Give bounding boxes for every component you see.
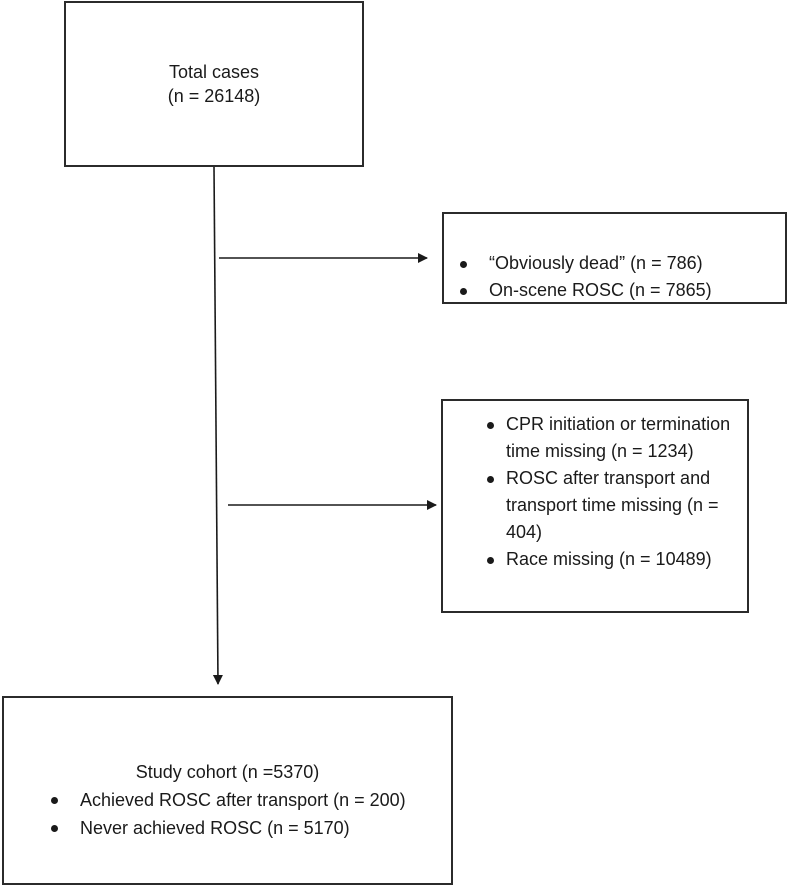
bullet-icon — [460, 288, 467, 295]
bullet-icon — [487, 476, 494, 483]
list-item: Never achieved ROSC (n = 5170) — [47, 814, 406, 842]
list-item: Race missing (n = 10489) — [487, 546, 744, 573]
bullet-icon — [487, 422, 494, 429]
cohort-item-label: Never achieved ROSC (n = 5170) — [80, 818, 350, 838]
list-item: On-scene ROSC (n = 7865) — [456, 277, 712, 304]
exclusion-item-label: Race missing (n = 10489) — [506, 549, 712, 569]
total-cases-title: Total cases — [168, 62, 260, 82]
bullet-icon — [487, 557, 494, 564]
list-item: “Obviously dead” (n = 786) — [456, 250, 712, 277]
exclusion-item-label: “Obviously dead” (n = 786) — [489, 253, 703, 273]
total-cases-count: (n = 26148) — [167, 86, 261, 106]
exclusion-item-label: On-scene ROSC (n = 7865) — [489, 280, 712, 300]
bullet-icon — [51, 797, 58, 804]
bullet-icon — [460, 261, 467, 268]
list-item: Achieved ROSC after transport (n = 200) — [47, 786, 406, 814]
list-item: CPR initiation or termination time missi… — [487, 411, 744, 465]
exclusion-item-label: ROSC after transport and transport time … — [506, 468, 719, 542]
study-cohort-box: Study cohort (n =5370) Achieved ROSC aft… — [2, 696, 453, 885]
exclusion-2-list: CPR initiation or termination time missi… — [487, 411, 744, 573]
bullet-icon — [51, 825, 58, 832]
study-cohort-title: Study cohort (n =5370) — [135, 762, 320, 782]
cohort-list: Achieved ROSC after transport (n = 200) … — [47, 786, 406, 842]
exclusion-box-2: CPR initiation or termination time missi… — [441, 399, 749, 613]
cohort-item-label: Achieved ROSC after transport (n = 200) — [80, 790, 406, 810]
total-cases-box: Total cases (n = 26148) — [64, 1, 364, 167]
list-item: ROSC after transport and transport time … — [487, 465, 744, 546]
exclusion-box-1: “Obviously dead” (n = 786) On-scene ROSC… — [442, 212, 787, 304]
exclusion-1-list: “Obviously dead” (n = 786) On-scene ROSC… — [456, 250, 712, 304]
main-flow-arrow — [212, 166, 223, 685]
exclusion-item-label: CPR initiation or termination time missi… — [506, 414, 731, 461]
